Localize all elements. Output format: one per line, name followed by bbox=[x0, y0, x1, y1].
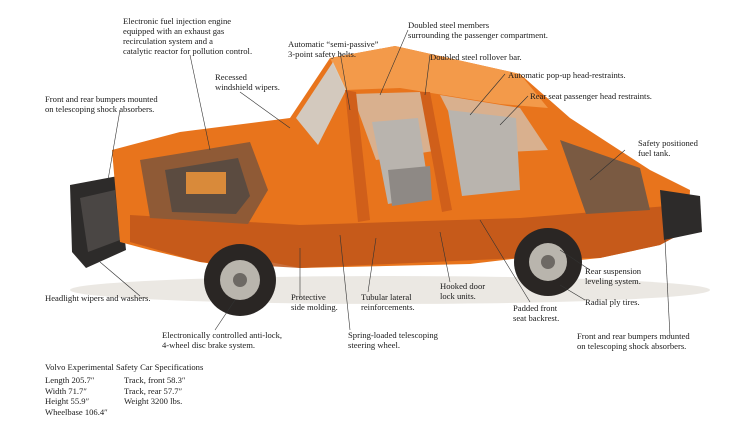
label-padded-seat: Padded front seat backrest. bbox=[513, 303, 560, 323]
label-recessed-wipers: Recessed windshield wipers. bbox=[215, 72, 280, 92]
label-doubled-steel-members: Doubled steel members surrounding the pa… bbox=[408, 20, 548, 40]
label-semi-passive-belts: Automatic “semi-passive” 3-point safety … bbox=[288, 39, 379, 59]
spec-height: Height 55.9″ bbox=[45, 396, 90, 407]
spec-length: Length 205.7″ bbox=[45, 375, 95, 385]
spec-wheelbase: Wheelbase 106.4″ bbox=[45, 406, 108, 417]
seat-shadow bbox=[388, 166, 432, 206]
label-radial-tires: Radial ply tires. bbox=[585, 297, 640, 307]
label-rear-suspension: Rear suspension leveling system. bbox=[585, 266, 642, 286]
label-headlight-wipers: Headlight wipers and washers. bbox=[45, 293, 151, 303]
rear-bumper bbox=[660, 190, 702, 240]
label-fuel-injection-engine: Electronic fuel injection engine equippe… bbox=[123, 16, 253, 56]
label-fuel-tank: Safety positioned fuel tank. bbox=[638, 138, 698, 158]
rollover-bar bbox=[420, 92, 452, 212]
b-pillar bbox=[345, 90, 370, 222]
label-rollover-bar: Doubled steel rollover bar. bbox=[430, 52, 522, 62]
label-anti-lock-brakes: Electronically controlled anti-lock, 4-w… bbox=[162, 330, 283, 350]
spec-weight: Weight 3200 lbs. bbox=[124, 396, 183, 407]
roof bbox=[330, 46, 548, 108]
specs-title: Volvo Experimental Safety Car Specificat… bbox=[45, 362, 204, 372]
front-hub bbox=[233, 273, 247, 287]
label-rear-bumpers: Front and rear bumpers mounted on telesc… bbox=[577, 331, 690, 351]
engine-detail bbox=[186, 172, 226, 194]
label-tubular-reinforcements: Tubular lateral reinforcements. bbox=[361, 292, 415, 312]
label-front-bumpers: Front and rear bumpers mounted on telesc… bbox=[45, 94, 158, 114]
spec-width: Width 71.7″ bbox=[45, 385, 87, 396]
label-rear-head-restraints: Rear seat passenger head restraints. bbox=[530, 91, 652, 101]
spec-track-rear: Track, rear 57.7″ bbox=[124, 385, 183, 396]
rear-hub bbox=[541, 255, 555, 269]
label-hooked-door-locks: Hooked door lock units. bbox=[440, 281, 486, 301]
spec-track-front: Track, front 58.3″ bbox=[124, 375, 186, 385]
trunk bbox=[560, 140, 650, 214]
rear-seat bbox=[448, 110, 520, 196]
label-telescoping-steering: Spring-loaded telescoping steering wheel… bbox=[348, 330, 438, 350]
leader-lines bbox=[99, 29, 671, 337]
label-pop-up-head-restraints: Automatic pop-up head-restraints. bbox=[508, 70, 626, 80]
label-side-molding: Protective side molding. bbox=[291, 292, 338, 312]
grille bbox=[80, 190, 120, 252]
windshield bbox=[296, 62, 346, 145]
